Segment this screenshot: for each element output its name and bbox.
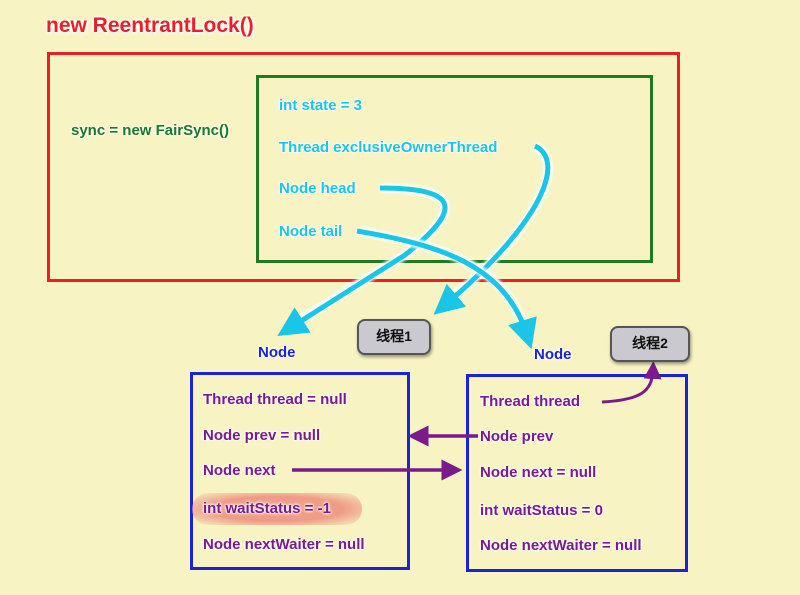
node2-next-field: Node next = null xyxy=(480,464,597,481)
state-field: int state = 3 xyxy=(279,97,362,114)
node2-wait-status-field: int waitStatus = 0 xyxy=(480,502,603,519)
owner-thread-field: Thread exclusiveOwnerThread xyxy=(279,139,498,156)
node1-next-waiter-field: Node nextWaiter = null xyxy=(203,536,365,553)
node1-thread-field: Thread thread = null xyxy=(203,391,347,408)
thread-arrow xyxy=(601,361,662,404)
node2-thread-field: Thread thread xyxy=(480,393,581,410)
node2-next-waiter-field: Node nextWaiter = null xyxy=(480,537,642,554)
node-box-2 xyxy=(466,374,688,572)
node1-wait-status-field: int waitStatus = -1 xyxy=(203,500,331,517)
thread1-badge: 线程1 xyxy=(357,319,431,355)
wait-status-highlight xyxy=(192,493,362,525)
node1-label: Node xyxy=(258,344,296,361)
sync-label: sync = new FairSync() xyxy=(71,122,229,139)
tail-arrow xyxy=(356,226,537,350)
node2-label: Node xyxy=(534,346,572,363)
node1-prev-field: Node prev = null xyxy=(203,427,321,444)
head-field: Node head xyxy=(279,180,356,197)
node2-prev-field: Node prev xyxy=(480,428,554,445)
node1-next-field: Node next xyxy=(203,462,276,479)
head-arrow xyxy=(277,183,450,337)
tail-field: Node tail xyxy=(279,223,343,240)
diagram-title: new ReentrantLock() xyxy=(46,14,254,37)
thread2-badge: 线程2 xyxy=(610,326,690,362)
